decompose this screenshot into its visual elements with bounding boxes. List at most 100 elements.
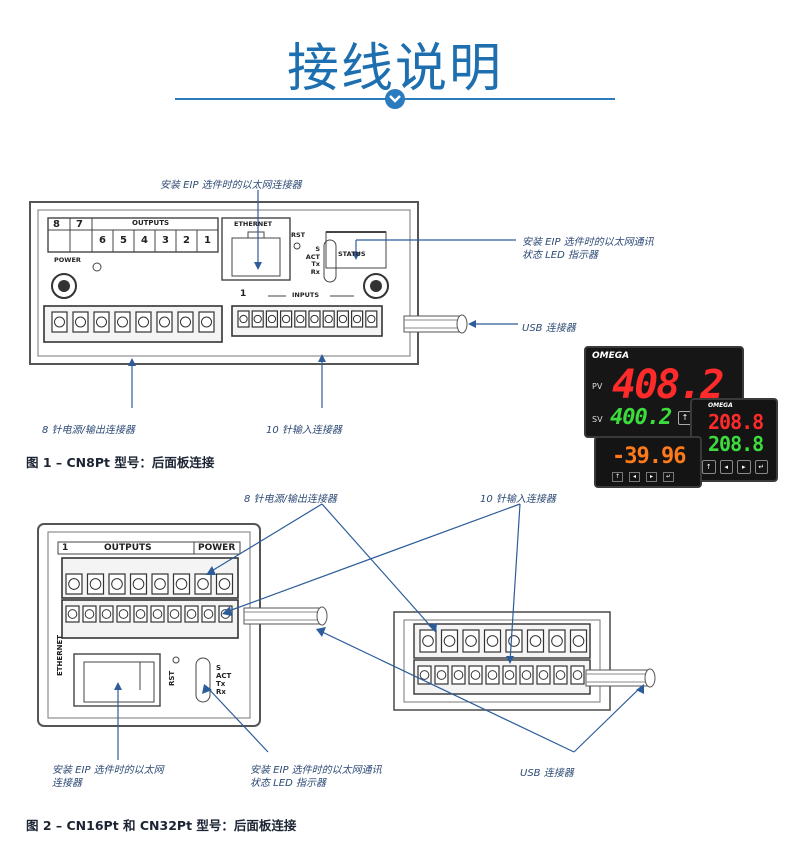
f1-output-number: 1 (204, 235, 211, 246)
screw-head (352, 314, 362, 324)
figure1-caption: 图 1 – CN8Pt 型号：后面板连接 (26, 455, 215, 470)
status-led-label: Tx (311, 260, 320, 268)
f1-status-label: STATUS (338, 250, 366, 258)
f2-rst-label: RST (168, 670, 176, 686)
brand-logo: OMEGA (592, 351, 630, 361)
f1-output-terminals (51, 311, 215, 333)
terminal-screw (502, 665, 517, 685)
screw-head (504, 670, 515, 680)
f1-ethernet-callout: 安装 EIP 选件时的以太网连接器 (160, 180, 302, 191)
screw-head (555, 670, 566, 680)
f2-outputs-num: 1 (62, 543, 69, 553)
terminal-screw (82, 605, 97, 623)
screw-head (96, 316, 107, 328)
f1-input-terminals (237, 310, 378, 328)
f1-inputs-num: 1 (240, 289, 247, 299)
terminal-screw (65, 605, 80, 623)
screw-head (453, 670, 464, 680)
screw-head (159, 316, 170, 328)
f2-outputs-header: OUTPUTS (104, 543, 152, 553)
medium-bottom-value: 208.8 (708, 432, 764, 456)
f2-input-terminals (65, 605, 233, 623)
screw-head (572, 635, 585, 647)
terminal-screw (237, 310, 250, 328)
f2-status-led-callout: 安装 EIP 选件时的以太网通讯 状态 LED 指示器 (250, 765, 382, 789)
terminal-screw (133, 605, 148, 623)
left-arrow-icon[interactable]: ◂ (629, 472, 640, 482)
f2-right-output-terminals (419, 629, 588, 653)
screw-head (538, 670, 549, 680)
terminal-screw (485, 665, 500, 685)
f1-channel-7: 7 (76, 219, 83, 230)
sv-label: SV (592, 415, 603, 424)
f1-inputs-label: INPUTS (292, 291, 320, 299)
terminal-screw (99, 605, 114, 623)
screw-head (186, 609, 197, 619)
brand-logo-small: OMEGA (708, 402, 733, 409)
terminal-screw (251, 310, 264, 328)
terminal-screw (72, 311, 89, 333)
f2-input-callout: 10 针输入连接器 (480, 494, 556, 505)
screw-head (117, 316, 128, 328)
screw-head (422, 635, 434, 647)
screw-head (470, 670, 481, 680)
medium-buttons: ↑ ◂ ▸ ↵ (702, 460, 768, 474)
up-arrow-icon[interactable]: ↑ (612, 472, 623, 482)
f2-output-terminals (65, 573, 234, 595)
terminal-screw (322, 310, 335, 328)
screw-head (101, 609, 112, 619)
screw-head (521, 670, 532, 680)
left-arrow-icon[interactable]: ◂ (719, 460, 733, 474)
screw-head (138, 316, 149, 328)
f1-output-number: 4 (141, 235, 148, 246)
f2-usb-callout: USB 连接器 (520, 768, 574, 779)
terminal-screw (108, 573, 126, 595)
right-arrow-icon[interactable]: ▸ (737, 460, 751, 474)
figure1-diagram (29, 190, 518, 408)
screw-head (465, 635, 477, 647)
f1-output-number: 6 (99, 235, 106, 246)
pv-label: PV (592, 382, 603, 391)
terminal-screw (553, 665, 568, 685)
screw-head (67, 609, 78, 619)
small-meter: -39.96 ↑ ◂ ▸ ↵ (594, 436, 702, 488)
f1-outputs-header: OUTPUTS (132, 219, 170, 227)
terminal-screw (308, 310, 321, 328)
screw-head (310, 314, 319, 324)
terminal-screw (294, 310, 307, 328)
screw-head (253, 314, 262, 324)
terminal-screw (434, 665, 449, 685)
terminal-screw (451, 665, 466, 685)
status-led-label: Rx (216, 688, 226, 696)
terminal-screw (280, 310, 293, 328)
terminal-screw (184, 605, 199, 623)
f1-output-number: 5 (120, 235, 127, 246)
right-arrow-icon[interactable]: ▸ (646, 472, 657, 482)
terminal-screw (570, 665, 585, 685)
f2-power-label: POWER (198, 543, 236, 553)
terminal-screw (172, 573, 191, 595)
status-led-label: ACT (216, 672, 232, 680)
screw-head (203, 609, 214, 619)
f1-channel-8: 8 (53, 219, 60, 230)
screw-head (175, 578, 188, 590)
small-value: -39.96 (612, 444, 686, 469)
chevron-down-icon (385, 89, 405, 109)
terminal-screw (51, 311, 68, 333)
terminal-screw (462, 629, 480, 653)
terminal-screw (167, 605, 182, 623)
status-led-label: Tx (216, 680, 226, 688)
screw-head (508, 635, 520, 647)
enter-icon[interactable]: ↵ (754, 460, 768, 474)
up-arrow-icon[interactable]: ↑ (702, 460, 716, 474)
enter-icon[interactable]: ↵ (663, 472, 674, 482)
terminal-screw (114, 311, 131, 333)
screw-head (197, 578, 209, 590)
screw-head (436, 670, 447, 680)
screw-head (84, 609, 95, 619)
terminal-screw (365, 310, 378, 328)
terminal-screw (135, 311, 152, 333)
screw-head (75, 316, 86, 328)
